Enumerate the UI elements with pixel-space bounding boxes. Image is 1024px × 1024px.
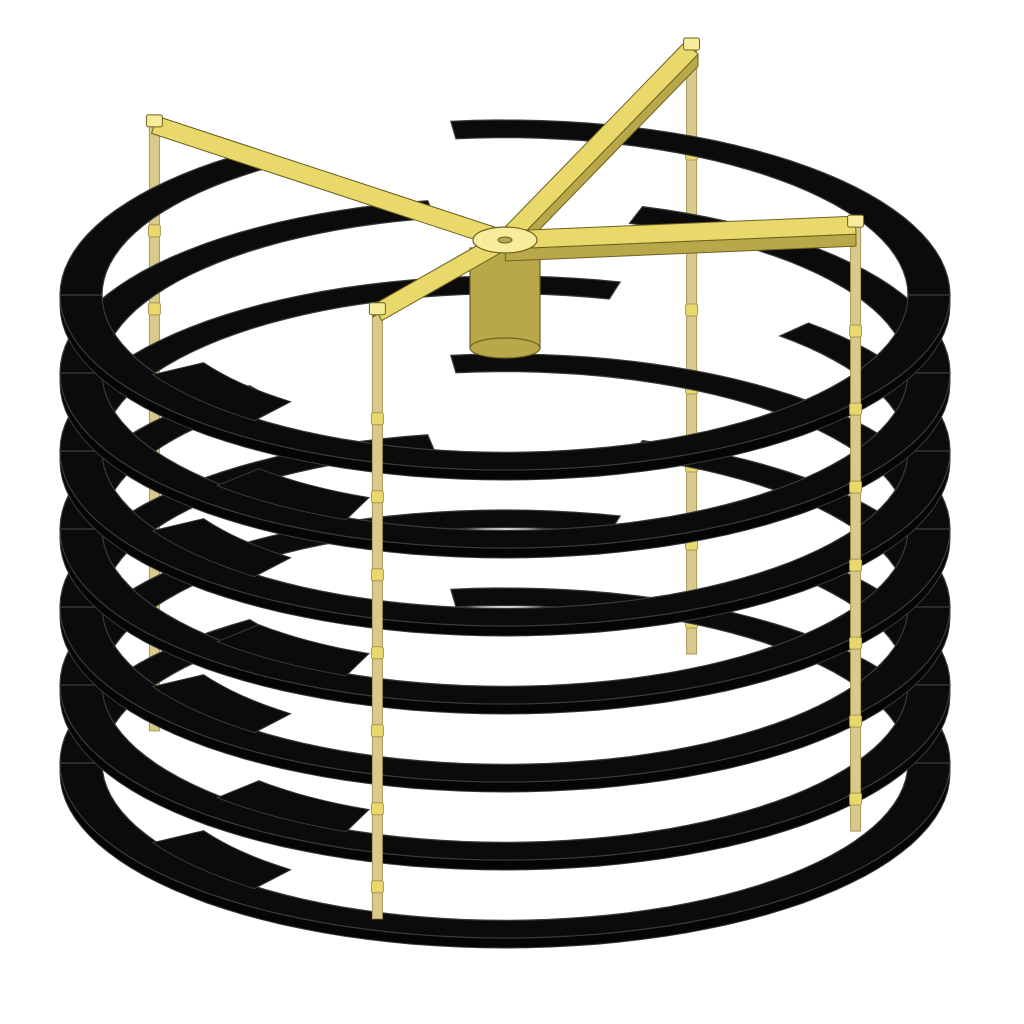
spacer-nut [849, 792, 863, 806]
ring-tab [151, 830, 292, 890]
hub-bore [497, 236, 513, 244]
ring-tab [215, 780, 371, 833]
spacer-nut [370, 646, 384, 660]
spacer-nut [370, 568, 384, 582]
spacer-nut [147, 302, 161, 316]
ring-tab [151, 674, 292, 734]
spacer-nut [849, 636, 863, 650]
spacer-nut [849, 480, 863, 494]
spacer-nut [685, 303, 699, 317]
support-rod-front-left [371, 312, 383, 920]
front-rods [370, 224, 863, 920]
ring-tab [151, 518, 292, 578]
spacer-nut [849, 714, 863, 728]
ring-stack [59, 119, 951, 949]
spacer-nut [849, 324, 863, 338]
support-rod-front-right [850, 224, 862, 832]
spacer-nut [370, 802, 384, 816]
ring-band-left [59, 275, 622, 452]
spacer-nut [849, 402, 863, 416]
arm-end-nut [368, 302, 386, 316]
spacer-nut [370, 880, 384, 894]
arm-end-nut [683, 37, 701, 51]
ring-tab [151, 362, 292, 422]
arm-end-nut [847, 214, 865, 228]
ring-tab [215, 468, 371, 521]
spacer-nut [370, 724, 384, 738]
arm-end-nut [145, 114, 163, 128]
coil-ring [59, 119, 951, 481]
hub-cylinder [469, 247, 541, 349]
ring-tab [215, 624, 371, 677]
hub-base [469, 337, 541, 359]
cross-support [145, 37, 865, 359]
spacer-nut [370, 490, 384, 504]
spacer-nut [849, 558, 863, 572]
spacer-nut [147, 224, 161, 238]
spacer-nut [370, 412, 384, 426]
